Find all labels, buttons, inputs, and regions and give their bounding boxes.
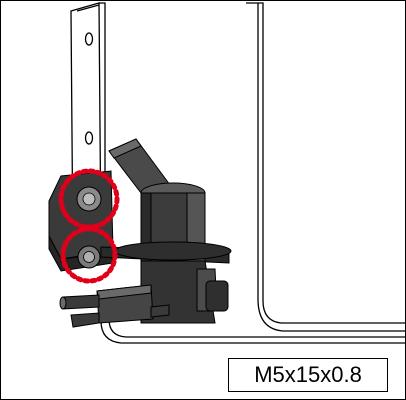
upper-slot-hole <box>84 32 94 46</box>
upper-bolt-icon <box>76 186 102 212</box>
washer-pump <box>59 138 232 328</box>
bolt-highlight-rings <box>58 168 120 284</box>
lower-bolt-icon <box>77 245 101 269</box>
lower-bolt-highlight <box>60 226 118 284</box>
bolt-spec-label: M5x15x0.8 <box>254 362 362 387</box>
lower-slot-hole <box>84 131 94 145</box>
bolt-spec-callout: M5x15x0.8 <box>228 358 388 392</box>
